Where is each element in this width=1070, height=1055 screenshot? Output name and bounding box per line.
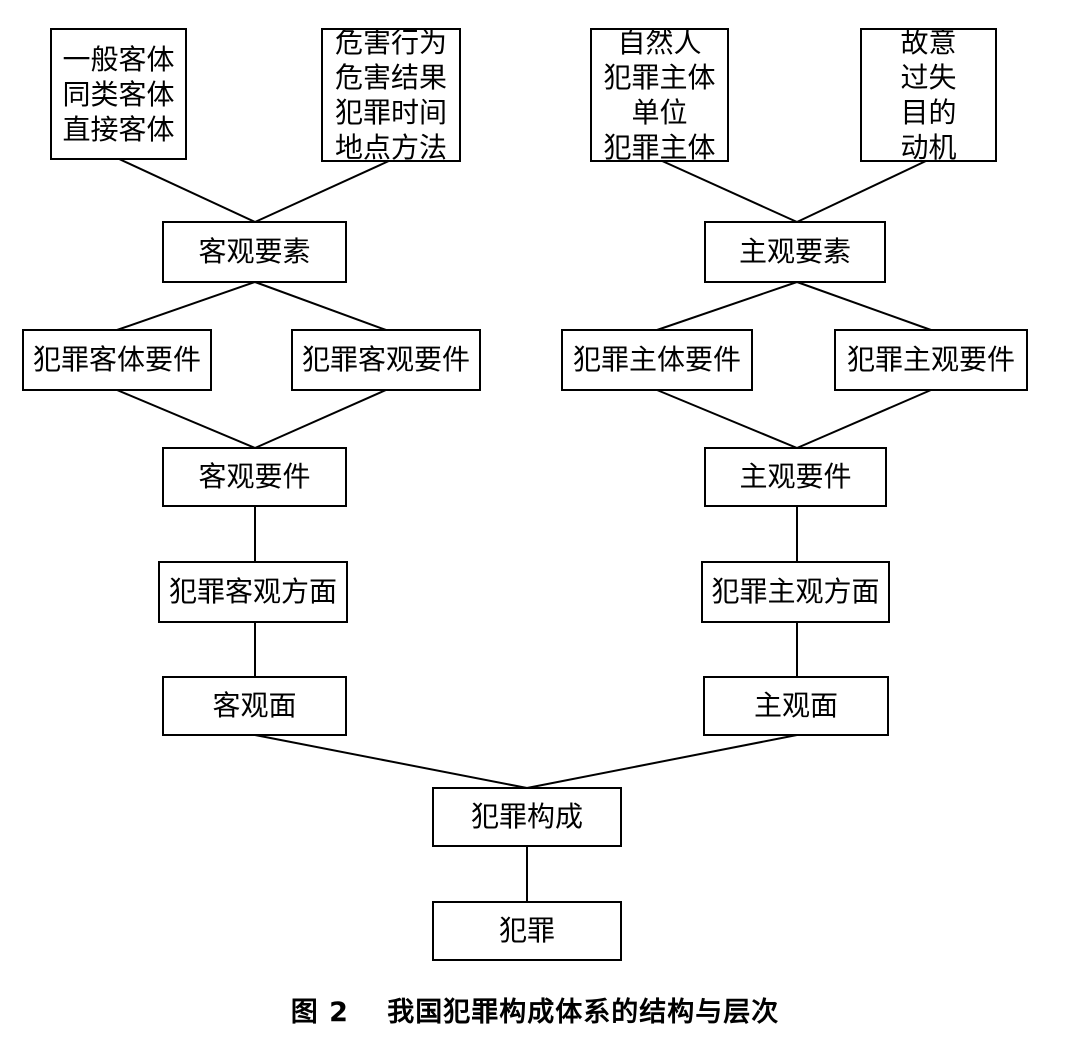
node-objective-elements: 客观要素 [162,221,347,283]
edge-object-req-to-objective-requirement [116,389,256,449]
node-crime: 犯罪 [432,901,622,961]
node-crime-subjective-aspect: 犯罪主观方面 [701,561,890,623]
node-subjects-line-1: 自然人 [617,26,702,59]
node-objects-list: 一般客体 同类客体 直接客体 [50,28,187,160]
edge-intent-to-subj-elements [796,159,929,223]
node-subjects-line-3: 单位 [631,96,688,129]
node-subjective-face: 主观面 [703,676,889,736]
node-subjective-elements: 主观要素 [704,221,886,283]
node-conduct-line-3: 犯罪时间 [334,96,447,129]
node-objective-face: 客观面 [162,676,347,736]
edge-objective-face-to-constitution [254,734,528,789]
node-objects-line-1: 一般客体 [62,42,175,76]
edge-subjective-req-to-subjective-requirement [796,389,932,449]
node-intent-line-4: 动机 [900,131,957,164]
node-intent-line-3: 目的 [900,96,957,129]
node-subjects-line-4: 犯罪主体 [603,131,716,164]
node-crime-constitution: 犯罪构成 [432,787,622,847]
node-intent-line-1: 故意 [900,26,957,59]
edge-subject-req-to-subjective-requirement [656,389,798,449]
node-intent-line-2: 过失 [900,61,957,94]
node-intent-list: 故意 过失 目的 动机 [860,26,997,164]
node-objective-requirement: 客观要件 [162,447,347,507]
edge-obj-elements-to-objective-req [254,281,387,331]
edge-conduct-to-obj-elements [254,159,392,223]
node-objects-line-2: 同类客体 [62,77,175,111]
edge-objective-req-to-objective-requirement [254,389,387,449]
node-conduct-line-4: 地点方法 [334,131,447,164]
edge-subjective-face-to-constitution [526,734,798,789]
edge-subj-elements-to-subjective-req [796,281,932,331]
node-conduct-line-2: 危害结果 [334,61,447,94]
node-conduct-list: 危害行为 危害结果 犯罪时间 地点方法 [321,26,461,164]
node-objects-line-3: 直接客体 [62,112,175,146]
edge-subj-elements-to-subject-req [656,281,798,331]
edge-subjects-to-subj-elements [659,159,798,223]
node-crime-subject-requirement: 犯罪主体要件 [561,329,753,391]
node-subjects-list: 自然人 犯罪主体 单位 犯罪主体 [590,26,729,164]
node-subjective-requirement: 主观要件 [704,447,887,507]
node-crime-object-requirement: 犯罪客体要件 [22,329,212,391]
node-crime-objective-aspect: 犯罪客观方面 [158,561,348,623]
node-conduct-line-1: 危害行为 [334,26,447,59]
node-subjects-line-2: 犯罪主体 [603,61,716,94]
node-crime-subjective-requirement: 犯罪主观要件 [834,329,1028,391]
node-crime-objective-requirement: 犯罪客观要件 [291,329,481,391]
edge-objects-to-obj-elements [116,157,256,223]
edge-obj-elements-to-object-req [116,281,256,331]
figure-caption: 图 2 我国犯罪构成体系的结构与层次 [290,997,780,1028]
